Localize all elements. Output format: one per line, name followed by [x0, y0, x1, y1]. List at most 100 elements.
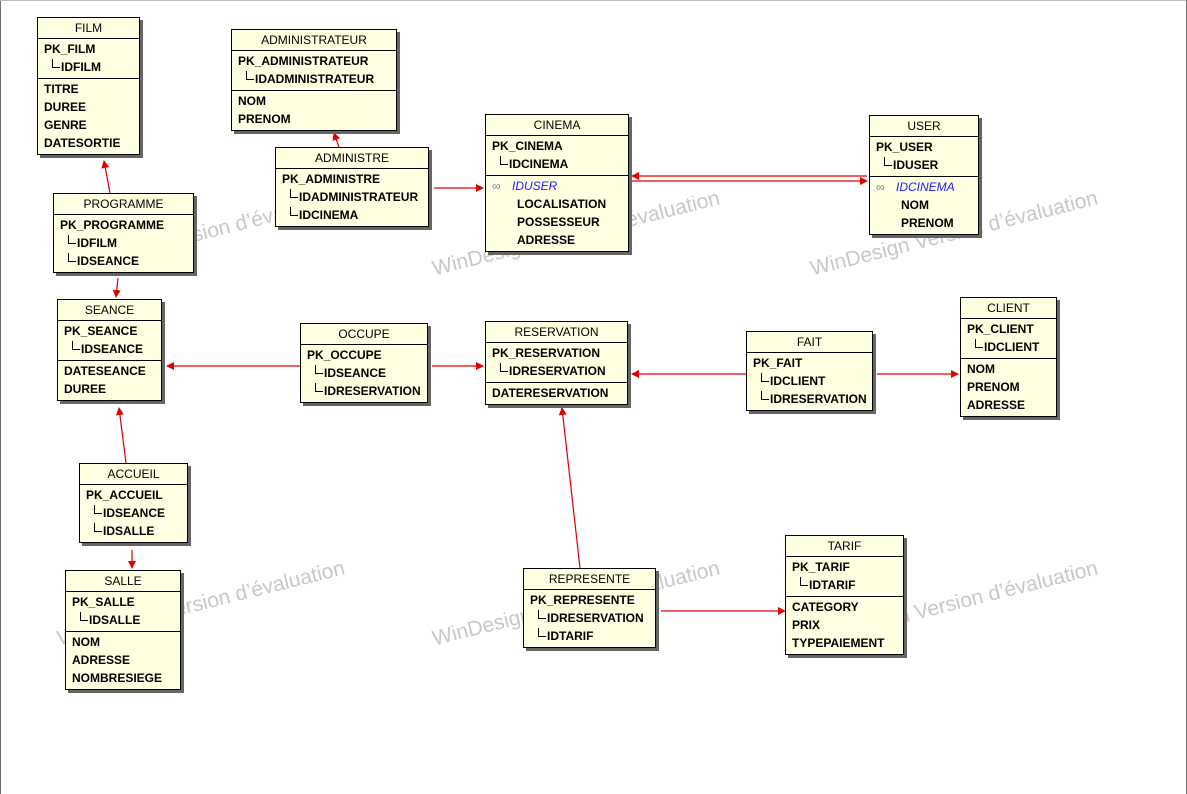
key-section: PK_CLIENT IDCLIENT [961, 319, 1056, 359]
column-section: DATESEANCE DUREE [58, 361, 161, 400]
key-column: IDCINEMA [276, 206, 428, 224]
column: NOM [967, 362, 995, 376]
key-section: PK_REPRESENTE IDRESERVATION IDTARIF [524, 590, 655, 647]
table-title: PROGRAMME [54, 194, 193, 215]
table-cinema[interactable]: CINEMA PK_CINEMA IDCINEMA ∞IDUSER LOCALI… [485, 114, 629, 252]
link-programme-seance [112, 277, 121, 298]
table-title: ACCUEIL [80, 464, 187, 485]
primary-key: PK_TARIF [792, 560, 850, 574]
key-column: IDSEANCE [301, 364, 427, 382]
link-represente-reservation [558, 407, 581, 569]
column-section: NOM PRENOM [232, 91, 396, 130]
table-seance[interactable]: SEANCE PK_SEANCE IDSEANCE DATESEANCE DUR… [57, 299, 162, 401]
key-section: PK_SEANCE IDSEANCE [58, 321, 161, 361]
column: PRIX [792, 618, 821, 632]
column-section: DATERESERVATION [486, 383, 627, 404]
primary-key: PK_SALLE [72, 595, 135, 609]
column: GENRE [44, 118, 87, 132]
primary-key: PK_REPRESENTE [530, 593, 635, 607]
primary-key: PK_CINEMA [492, 139, 563, 153]
key-section: PK_RESERVATION IDRESERVATION [486, 343, 627, 383]
column: NOMBRESIEGE [72, 671, 163, 685]
table-accueil[interactable]: ACCUEIL PK_ACCUEIL IDSEANCE IDSALLE [79, 463, 188, 543]
key-column: IDSALLE [66, 611, 180, 629]
key-section: PK_TARIF IDTARIF [786, 557, 903, 597]
primary-key: PK_ACCUEIL [86, 488, 163, 502]
key-column: IDRESERVATION [524, 609, 655, 627]
key-section: PK_PROGRAMME IDFILM IDSEANCE [54, 215, 193, 272]
key-column: IDTARIF [786, 576, 903, 594]
column-section: NOM PRENOM ADRESSE [961, 359, 1056, 416]
table-client[interactable]: CLIENT PK_CLIENT IDCLIENT NOM PRENOM ADR… [960, 297, 1057, 417]
table-title: ADMINISTRATEUR [232, 30, 396, 51]
column: PRENOM [901, 216, 954, 230]
table-title: SEANCE [58, 300, 161, 321]
link-administre-administrateur [332, 132, 341, 148]
foreign-key: ∞IDUSER [492, 179, 558, 193]
table-administrateur[interactable]: ADMINISTRATEUR PK_ADMINISTRATEUR IDADMIN… [231, 29, 397, 131]
column: TITRE [44, 82, 79, 96]
link-icon: ∞ [492, 179, 501, 193]
link-accueil-seance [115, 407, 127, 464]
primary-key: PK_FAIT [753, 356, 803, 370]
table-title: USER [870, 116, 978, 137]
table-programme[interactable]: PROGRAMME PK_PROGRAMME IDFILM IDSEANCE [53, 193, 194, 273]
table-administre[interactable]: ADMINISTRE PK_ADMINISTRE IDADMINISTRATEU… [275, 147, 429, 227]
key-section: PK_CINEMA IDCINEMA [486, 136, 628, 176]
column: ADRESSE [517, 233, 576, 247]
key-column: IDSEANCE [54, 252, 193, 270]
table-represente[interactable]: REPRESENTE PK_REPRESENTE IDRESERVATION I… [523, 568, 656, 648]
key-column: IDRESERVATION [486, 362, 627, 380]
column: PRENOM [238, 112, 291, 126]
key-column: IDFILM [54, 234, 193, 252]
table-title: CINEMA [486, 115, 628, 136]
column-section: ∞IDCINEMA NOM PRENOM [870, 177, 978, 234]
table-title: TARIF [786, 536, 903, 557]
primary-key: PK_RESERVATION [492, 346, 601, 360]
table-reservation[interactable]: RESERVATION PK_RESERVATION IDRESERVATION… [485, 321, 628, 405]
table-film[interactable]: FILM PK_FILM IDFILM TITRE DUREE GENRE DA… [37, 17, 140, 155]
key-column: IDADMINISTRATEUR [232, 70, 396, 88]
column-section: NOM ADRESSE NOMBRESIEGE [66, 632, 180, 689]
link-programme-film [101, 160, 111, 194]
primary-key: PK_FILM [44, 42, 96, 56]
key-column: IDSEANCE [80, 504, 187, 522]
key-column: IDUSER [870, 156, 978, 174]
column: ADRESSE [72, 653, 131, 667]
column-section: ∞IDUSER LOCALISATION POSSESSEUR ADRESSE [486, 176, 628, 251]
primary-key: PK_SEANCE [64, 324, 138, 338]
foreign-key: ∞IDCINEMA [876, 180, 955, 194]
primary-key: PK_USER [876, 140, 933, 154]
table-title: SALLE [66, 571, 180, 592]
column: ADRESSE [967, 398, 1026, 412]
canvas-border-left [0, 0, 1, 794]
key-section: PK_SALLE IDSALLE [66, 592, 180, 632]
key-column: IDFILM [38, 58, 139, 76]
table-title: RESERVATION [486, 322, 627, 343]
table-title: FAIT [747, 332, 872, 353]
primary-key: PK_PROGRAMME [60, 218, 165, 232]
table-salle[interactable]: SALLE PK_SALLE IDSALLE NOM ADRESSE NOMBR… [65, 570, 181, 690]
canvas-border-top [0, 0, 1187, 1]
table-tarif[interactable]: TARIF PK_TARIF IDTARIF CATEGORY PRIX TYP… [785, 535, 904, 655]
table-user[interactable]: USER PK_USER IDUSER ∞IDCINEMA NOM PRENOM [869, 115, 979, 235]
primary-key: PK_CLIENT [967, 322, 1034, 336]
key-column: IDTARIF [524, 627, 655, 645]
column: DATESORTIE [44, 136, 121, 150]
column: CATEGORY [792, 600, 859, 614]
table-occupe[interactable]: OCCUPE PK_OCCUPE IDSEANCE IDRESERVATION [300, 323, 428, 403]
column: PRENOM [967, 380, 1020, 394]
table-fait[interactable]: FAIT PK_FAIT IDCLIENT IDRESERVATION [746, 331, 873, 411]
primary-key: PK_ADMINISTRATEUR [238, 54, 369, 68]
key-section: PK_FAIT IDCLIENT IDRESERVATION [747, 353, 872, 410]
key-column: IDSEANCE [58, 340, 161, 358]
key-section: PK_ACCUEIL IDSEANCE IDSALLE [80, 485, 187, 542]
key-section: PK_OCCUPE IDSEANCE IDRESERVATION [301, 345, 427, 402]
column-section: TITRE DUREE GENRE DATESORTIE [38, 79, 139, 154]
column: DATERESERVATION [492, 386, 609, 400]
table-title: REPRESENTE [524, 569, 655, 590]
key-section: PK_USER IDUSER [870, 137, 978, 177]
key-column: IDCLIENT [747, 372, 872, 390]
